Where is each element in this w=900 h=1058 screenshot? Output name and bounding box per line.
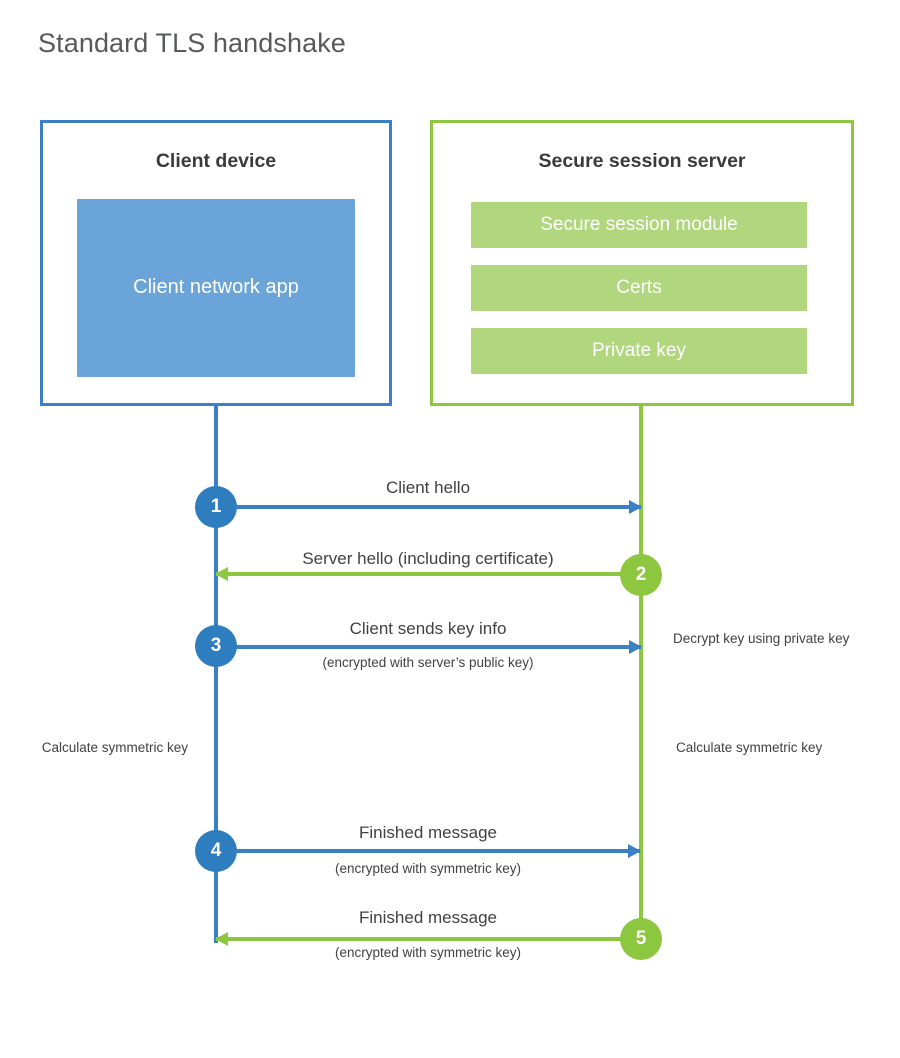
arrow-head-left-icon — [215, 567, 228, 581]
message-label-4: Finished message — [359, 823, 497, 842]
step-marker-4: 4 — [195, 830, 237, 872]
message-sublabel-5: (encrypted with symmetric key) — [334, 945, 522, 960]
message-sublabel-4: (encrypted with symmetric key) — [334, 861, 522, 876]
message-arrow-1 — [216, 500, 642, 514]
server-module-label: Secure session module — [540, 214, 738, 235]
step-marker-2: 2 — [620, 554, 662, 596]
client-network-app-block: Client network app — [77, 199, 355, 377]
message-arrow-4 — [216, 844, 641, 858]
message-label-5: Finished message — [359, 908, 497, 927]
step-marker-5: 5 — [620, 918, 662, 960]
note-decrypt-key: Decrypt key using private key — [673, 631, 850, 646]
arrow-shaft — [216, 937, 641, 941]
message-label-2: Server hello (including certificate) — [302, 549, 554, 568]
message-sublabel-3: (encrypted with server’s public key) — [322, 655, 534, 670]
step-number: 1 — [210, 496, 222, 517]
arrow-head-right-icon — [629, 500, 642, 514]
server-module-label: Certs — [616, 277, 662, 298]
message-label-1: Client hello — [385, 478, 471, 497]
arrow-head-right-icon — [629, 640, 642, 654]
message-arrow-3 — [216, 640, 642, 654]
client-network-app-label: Client network app — [133, 276, 299, 299]
client-device-box: Client device Client network app — [40, 120, 392, 406]
note-calculate-symmetric-key-server: Calculate symmetric key — [676, 740, 823, 755]
step-marker-3: 3 — [195, 625, 237, 667]
arrow-shaft — [216, 572, 641, 576]
page-title: Standard TLS handshake — [38, 28, 346, 58]
arrow-head-right-icon — [628, 844, 641, 858]
client-device-title: Client device — [155, 150, 277, 172]
message-arrow-2 — [215, 567, 641, 581]
server-module-certs: Certs — [471, 265, 807, 311]
step-number: 4 — [210, 840, 222, 861]
arrow-shaft — [216, 505, 641, 509]
server-module-label: Private key — [592, 340, 686, 361]
server-module-private-key: Private key — [471, 328, 807, 374]
step-marker-1: 1 — [195, 486, 237, 528]
secure-session-server-box: Secure session server Secure session mod… — [430, 120, 854, 406]
note-calculate-symmetric-key-client: Calculate symmetric key — [41, 740, 188, 755]
arrow-shaft — [216, 645, 641, 649]
server-lifeline — [639, 403, 643, 940]
arrow-head-left-icon — [215, 932, 228, 946]
secure-session-server-title: Secure session server — [538, 150, 746, 172]
client-lifeline — [214, 403, 218, 943]
message-arrow-5 — [215, 932, 641, 946]
step-number: 2 — [635, 564, 647, 585]
step-number: 5 — [635, 928, 647, 949]
arrow-shaft — [216, 849, 640, 853]
message-label-3: Client sends key info — [349, 619, 507, 638]
step-number: 3 — [210, 635, 222, 656]
server-module-secure-session-module: Secure session module — [471, 202, 807, 248]
